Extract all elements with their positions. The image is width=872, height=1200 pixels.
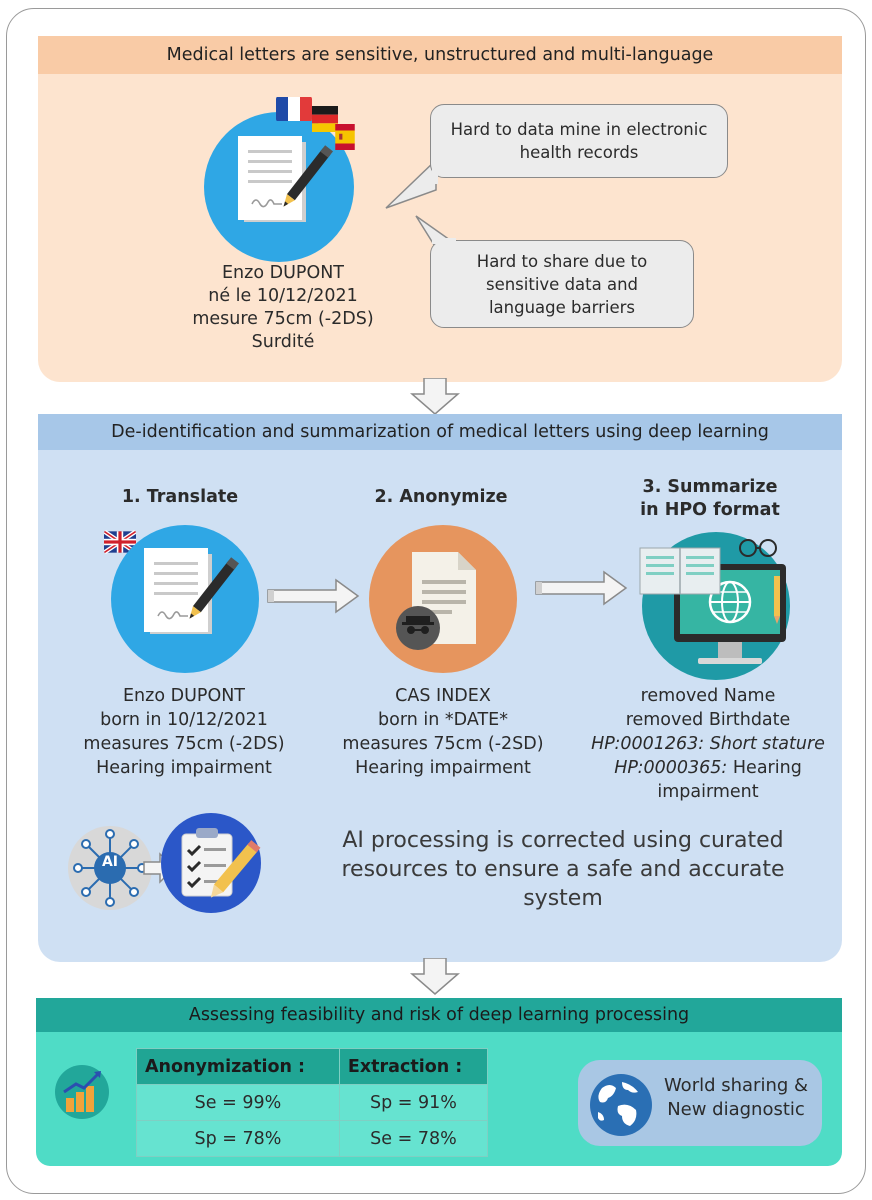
feasibility-table: Anonymization : Extraction : Se = 99% Sp… [136, 1048, 489, 1157]
spain-flag-icon [335, 124, 355, 150]
translate-document-icon [111, 525, 259, 673]
section1-title: Medical letters are sensitive, unstructu… [38, 36, 842, 74]
step-translate-title: 1. Translate [121, 487, 239, 507]
uk-flag-icon [104, 530, 136, 554]
right-arrow-1-icon [267, 578, 360, 614]
table-row: Se = 99% Sp = 91% [136, 1084, 489, 1121]
germany-flag-icon [312, 106, 338, 132]
world-sharing-text: World sharing & New diagnostic [663, 1075, 809, 1120]
bubble-sharing: Hard to share due to sensitive data and … [430, 240, 694, 328]
growth-chart-icon [55, 1065, 109, 1119]
section3-title: Assessing feasibility and risk of deep l… [36, 998, 842, 1032]
tail-join-cover-2 [432, 238, 456, 244]
step-summarize-text: removed Name removed Birthdate HP:000126… [591, 686, 825, 802]
table-row: Sp = 78% Se = 78% [136, 1120, 489, 1157]
down-arrow-2-icon [410, 958, 460, 995]
table-header: Anonymization : [136, 1048, 340, 1085]
ai-correction-note: AI processing is corrected using curated… [341, 828, 785, 911]
ai-label: AI [101, 854, 119, 870]
hpo-computer-icon [639, 532, 790, 680]
down-arrow-1-icon [410, 378, 460, 415]
step-anonymize-title: 2. Anonymize [374, 487, 508, 507]
table-cell: Se = 78% [338, 1120, 489, 1157]
step-anonymize-text: CAS INDEX born in *DATE* measures 75cm (… [342, 686, 544, 778]
letter-document-icon [238, 136, 334, 222]
table-cell: Sp = 91% [338, 1084, 489, 1121]
bubble-data-mining: Hard to data mine in electronic health r… [430, 104, 728, 178]
step-translate-text: Enzo DUPONT born in 10/12/2021 measures … [83, 686, 285, 778]
patient-letter-french: Enzo DUPONT né le 10/12/2021 mesure 75cm… [192, 263, 374, 352]
table-header: Extraction : [338, 1048, 489, 1085]
step-summarize-title: 3. Summarize in HPO format [640, 477, 780, 520]
checklist-icon [161, 813, 261, 913]
right-arrow-2-icon [535, 570, 628, 606]
anonymize-document-icon [369, 525, 517, 673]
table-cell: Se = 99% [136, 1084, 340, 1121]
table-cell: Sp = 78% [136, 1120, 340, 1157]
section2-title: De-identification and summarization of m… [38, 414, 842, 450]
table-header-row: Anonymization : Extraction : [136, 1048, 489, 1085]
france-flag-icon [276, 97, 312, 121]
globe-icon [590, 1074, 652, 1136]
tail-join-cover-1 [432, 158, 438, 184]
